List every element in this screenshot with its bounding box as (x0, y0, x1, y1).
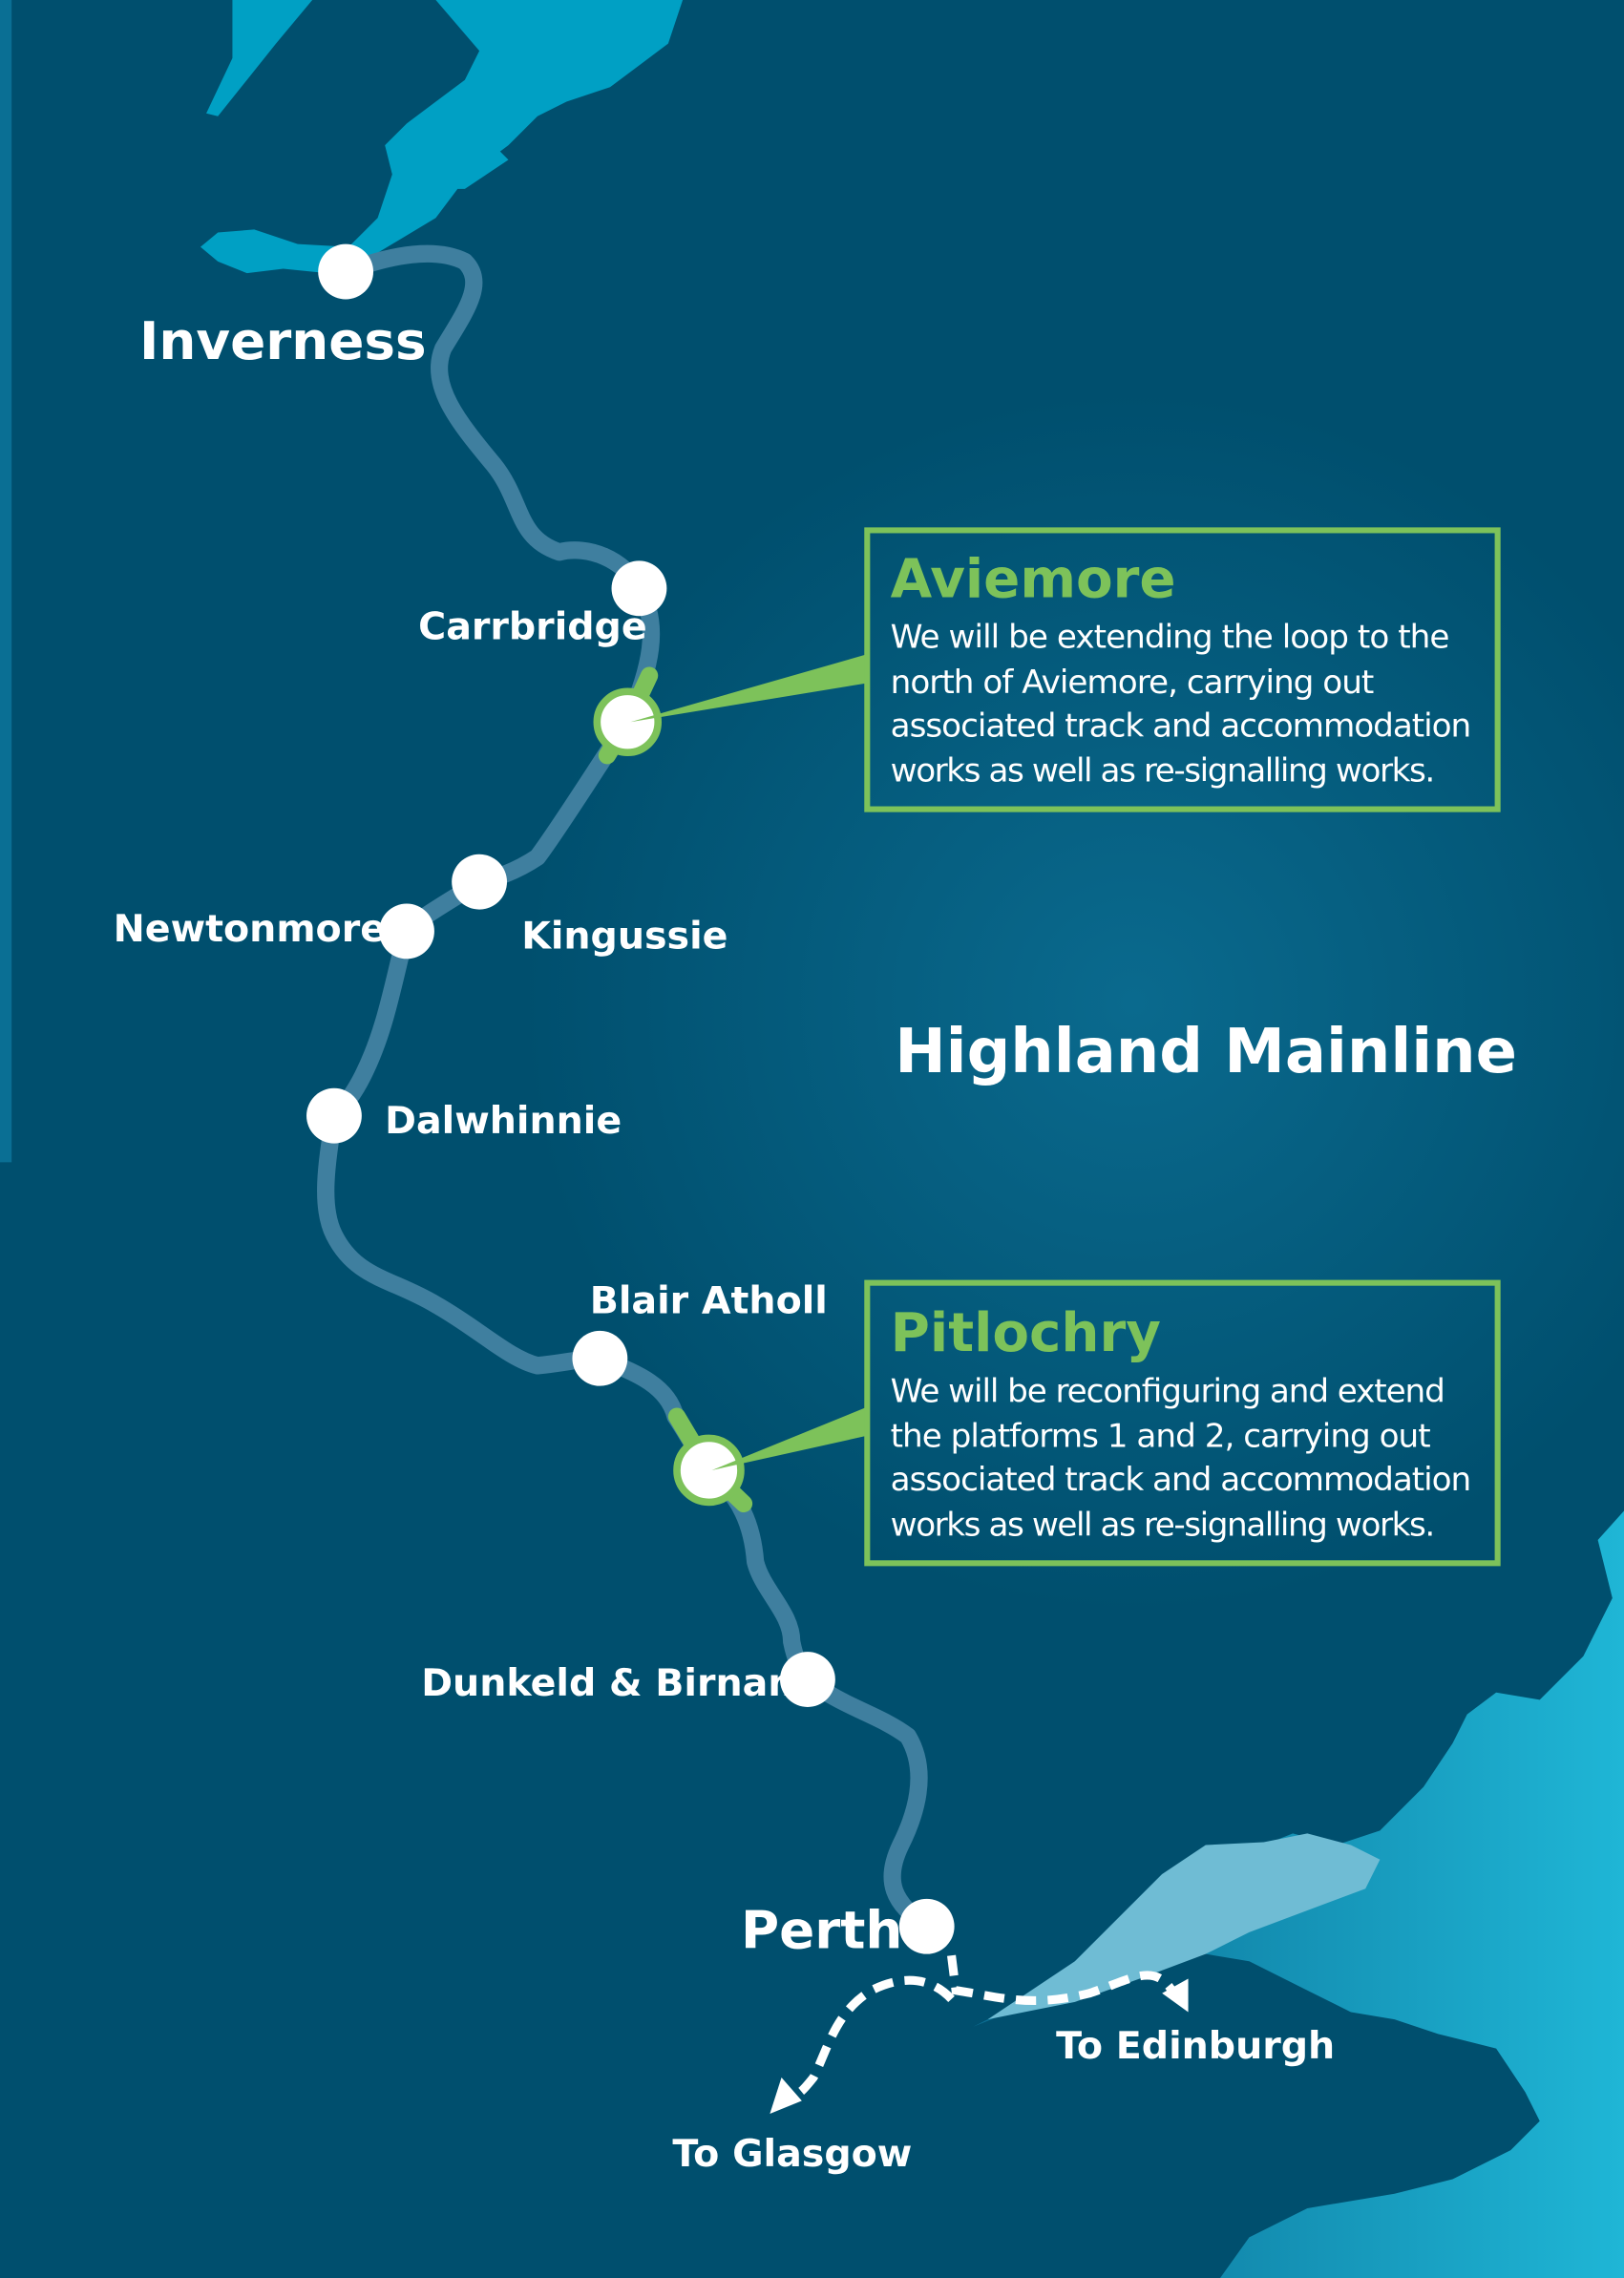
aviemore-callout-line: north of Aviemore, carrying out (891, 664, 1375, 702)
pitlochry-callout-line: associated track and accommodation (891, 1461, 1472, 1499)
left-edge-sea (0, 0, 12, 1163)
station-dot-carrbridge[interactable] (611, 560, 667, 617)
station-dot-blair-atholl[interactable] (572, 1330, 628, 1386)
glasgow-arrow-icon (770, 2078, 802, 2115)
pitlochry-callout: Pitlochry We will be reconfiguring and e… (864, 1279, 1501, 1567)
station-dot-newtonmore[interactable] (379, 903, 434, 960)
aviemore-callout-line: associated track and accommodation (891, 707, 1472, 745)
pitlochry-callout-line: the platforms 1 and 2, carrying out (891, 1418, 1431, 1456)
moray-firth-water (200, 0, 684, 274)
station-dot-inverness[interactable] (318, 243, 374, 300)
pitlochry-callout-title: Pitlochry (891, 1302, 1161, 1364)
map-title: Highland Mainline (895, 1017, 1517, 1087)
station-label-inverness: Inverness (139, 310, 427, 371)
station-label-newtonmore: Newtonmore (114, 907, 386, 951)
firth-of-tay-water (987, 1833, 1381, 2020)
pitlochry-callout-line: We will be reconfiguring and extend (891, 1372, 1445, 1410)
station-dot-aviemore[interactable] (593, 687, 663, 757)
station-label-perth: Perth (741, 1900, 902, 1961)
station-label-blair-atholl: Blair Atholl (590, 1279, 828, 1323)
aviemore-callout-line: We will be extending the loop to the (891, 619, 1450, 657)
pitlochry-callout-pointer (711, 1405, 869, 1470)
aviemore-callout: Aviemore We will be extending the loop t… (864, 527, 1501, 812)
station-dot-pitlochry[interactable] (673, 1434, 745, 1507)
edinburgh-arrow-icon (1162, 1978, 1189, 2013)
station-dot-dunkeld-birnam[interactable] (780, 1652, 835, 1707)
to-edinburgh-label: To Edinburgh (1056, 2024, 1335, 2068)
station-label-kingussie: Kingussie (521, 915, 728, 959)
station-label-dunkeld-birnam: Dunkeld & Birnam (421, 1661, 807, 1705)
to-glasgow-label: To Glasgow (672, 2132, 912, 2176)
aviemore-callout-line: works as well as re-signalling works. (891, 752, 1436, 791)
station-dot-dalwhinnie[interactable] (306, 1087, 362, 1144)
glasgow-connection-line (782, 1975, 955, 2099)
station-dot-kingussie[interactable] (452, 854, 507, 910)
station-dot-perth[interactable] (898, 1898, 955, 1954)
station-label-carrbridge: Carrbridge (418, 605, 647, 649)
pitlochry-callout-line: works as well as re-signalling works. (891, 1506, 1436, 1544)
edinburgh-connection-line (947, 1954, 1178, 2006)
station-label-dalwhinnie: Dalwhinnie (385, 1099, 622, 1143)
aviemore-callout-title: Aviemore (891, 548, 1176, 610)
